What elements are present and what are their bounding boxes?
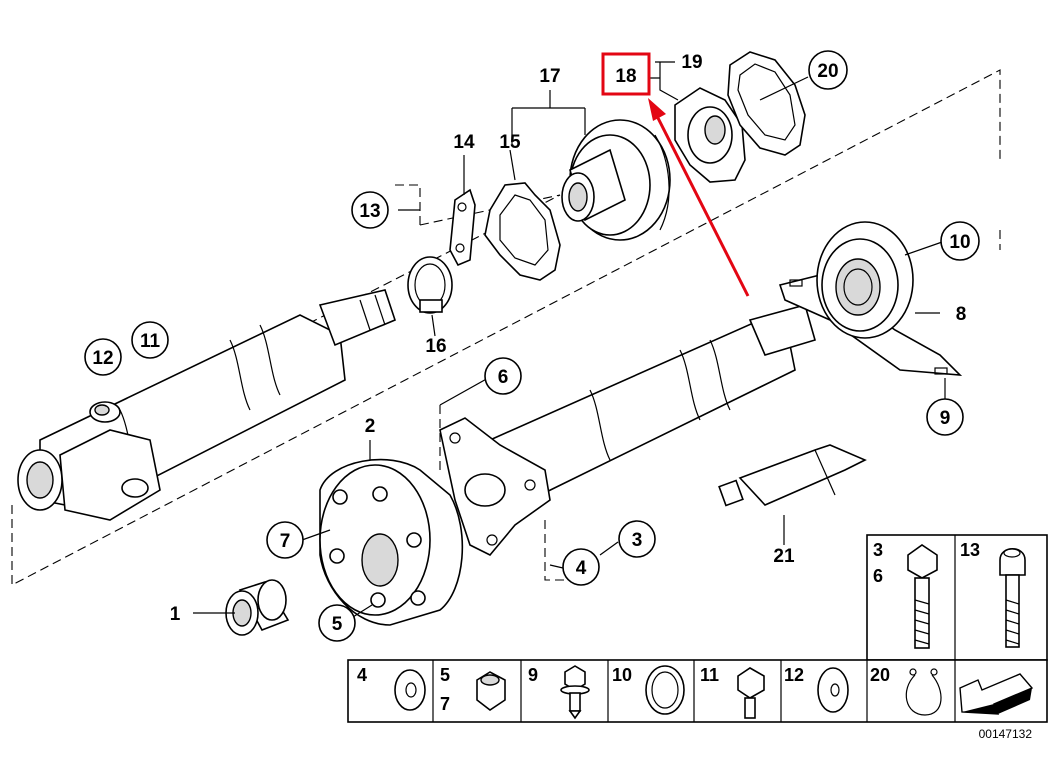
legend-cell-5-7[interactable]: 5 7 xyxy=(440,665,506,714)
callout-1[interactable]: 1 xyxy=(170,604,181,625)
callout-4[interactable]: 4 xyxy=(562,548,600,586)
svg-text:3: 3 xyxy=(632,530,643,551)
ring-gasket-icon xyxy=(645,665,685,715)
svg-text:4: 4 xyxy=(357,665,367,685)
callout-10[interactable]: 10 xyxy=(940,221,980,261)
circlip-icon xyxy=(905,668,942,716)
legend-cell-9[interactable]: 9 xyxy=(528,665,590,720)
callout-20[interactable]: 20 xyxy=(808,50,848,90)
svg-text:9: 9 xyxy=(528,665,538,685)
hex-nut-icon xyxy=(476,671,506,711)
flat-washer-icon xyxy=(817,667,849,713)
cover-gasket xyxy=(727,51,806,156)
svg-text:20: 20 xyxy=(817,61,838,82)
svg-text:13: 13 xyxy=(960,540,980,560)
hose-clamp xyxy=(407,256,453,314)
svg-text:5: 5 xyxy=(332,614,343,635)
flange-gasket xyxy=(484,182,561,281)
cv-joint-assembly xyxy=(561,119,671,241)
universal-joint xyxy=(17,401,161,521)
callout-2[interactable]: 2 xyxy=(365,416,376,437)
cv-joint-cover xyxy=(674,87,746,183)
svg-text:7: 7 xyxy=(440,694,450,714)
callout-13[interactable]: 13 xyxy=(351,191,389,229)
legend-cell-12[interactable]: 12 xyxy=(784,665,849,713)
parts-legend: 3 6 13 4 xyxy=(347,534,1048,723)
svg-text:4: 4 xyxy=(576,558,587,579)
callout-9[interactable]: 9 xyxy=(926,398,964,436)
callout-7[interactable]: 7 xyxy=(266,521,304,559)
callout-3[interactable]: 3 xyxy=(618,520,656,558)
svg-text:10: 10 xyxy=(949,232,970,253)
callout-labels: 12 11 13 20 10 9 6 7 xyxy=(84,50,980,642)
callout-5[interactable]: 5 xyxy=(318,604,356,642)
washer-icon xyxy=(394,669,426,711)
callout-19[interactable]: 19 xyxy=(681,52,702,73)
callout-12[interactable]: 12 xyxy=(84,338,122,376)
callout-17[interactable]: 17 xyxy=(539,66,560,87)
svg-text:11: 11 xyxy=(140,331,161,352)
svg-text:20: 20 xyxy=(870,665,890,685)
legend-cell-4[interactable]: 4 xyxy=(357,665,426,711)
legend-cell-10[interactable]: 10 xyxy=(612,665,685,715)
flex-disc-coupling xyxy=(319,458,464,626)
grease-tube xyxy=(718,444,867,507)
svg-text:5: 5 xyxy=(440,665,450,685)
callout-18[interactable]: 18 xyxy=(615,66,636,87)
svg-text:3: 3 xyxy=(873,540,883,560)
svg-text:9: 9 xyxy=(940,408,951,429)
center-bearing xyxy=(778,221,963,376)
highlight-arrow xyxy=(648,98,750,297)
hex-bolt-icon xyxy=(907,544,938,649)
callout-11[interactable]: 11 xyxy=(131,321,169,359)
output-flange xyxy=(439,417,551,556)
svg-text:13: 13 xyxy=(359,201,380,222)
centering-bushing xyxy=(225,579,290,636)
lock-plate xyxy=(449,188,476,267)
legend-cell-20[interactable]: 20 xyxy=(870,665,942,716)
legend-cell-11[interactable]: 11 xyxy=(700,665,765,719)
legend-cell-3-6[interactable]: 3 6 xyxy=(873,540,938,649)
callout-6[interactable]: 6 xyxy=(484,357,522,395)
legend-cell-13[interactable]: 13 xyxy=(960,540,1026,648)
svg-text:10: 10 xyxy=(612,665,632,685)
svg-text:12: 12 xyxy=(784,665,804,685)
leader-lines xyxy=(193,61,946,623)
callout-8[interactable]: 8 xyxy=(956,304,967,325)
callout-15[interactable]: 15 xyxy=(499,132,521,153)
svg-text:7: 7 xyxy=(280,531,291,552)
svg-text:12: 12 xyxy=(92,348,113,369)
hex-bolt-icon xyxy=(737,667,765,719)
highlight-box xyxy=(601,52,651,96)
callout-14[interactable]: 14 xyxy=(453,132,475,153)
torx-bolt-icon xyxy=(999,547,1026,648)
diagram-number: 00147132 xyxy=(979,727,1033,741)
flange-bolt-icon xyxy=(560,665,590,720)
svg-text:6: 6 xyxy=(873,566,883,586)
callout-21[interactable]: 21 xyxy=(773,546,795,567)
svg-text:11: 11 xyxy=(700,665,719,685)
legend-cell-arrow xyxy=(959,673,1034,715)
svg-text:6: 6 xyxy=(498,367,509,388)
callout-16[interactable]: 16 xyxy=(425,336,446,357)
direction-arrow-icon xyxy=(959,673,1034,715)
